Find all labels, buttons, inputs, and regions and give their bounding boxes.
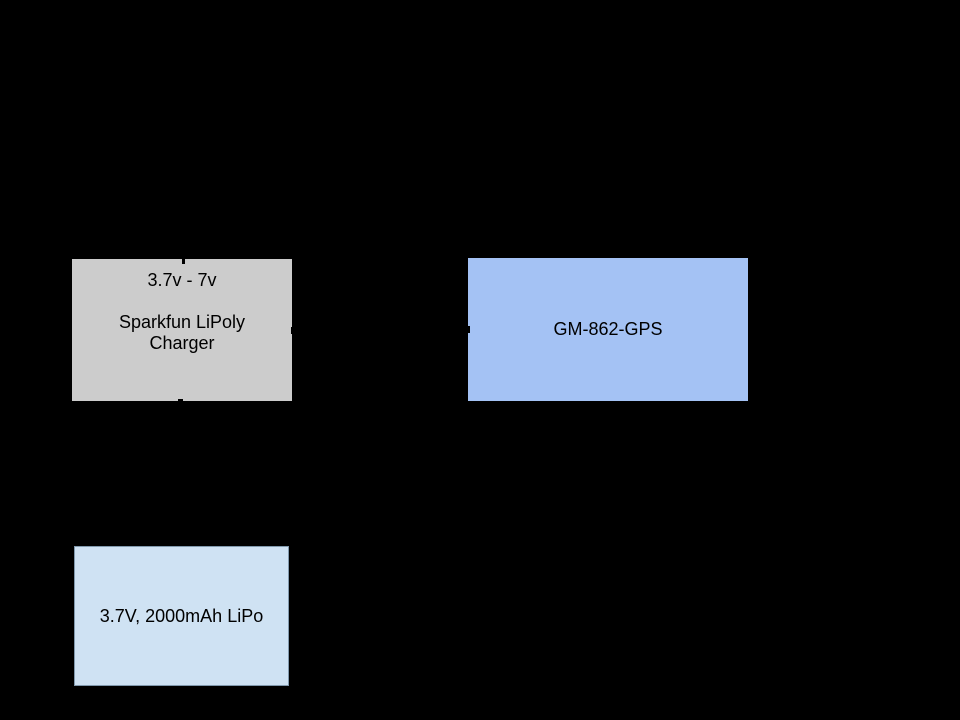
gps-name-label: GM-862-GPS (553, 319, 663, 339)
charger-name-label: Sparkfun LiPoly Charger (118, 312, 246, 353)
connector-mark-charger-right (291, 327, 294, 334)
node-sparkfun-lipoly-charger: 3.7v - 7v Sparkfun LiPoly Charger (72, 259, 292, 401)
charger-voltage-range-label: 3.7v - 7v (147, 270, 217, 290)
node-gm-862-gps: GM-862-GPS (468, 258, 748, 401)
connector-mark-charger-bottom (178, 399, 183, 405)
battery-name-label: 3.7V, 2000mAh LiPo (99, 605, 264, 626)
node-lipo-battery: 3.7V, 2000mAh LiPo (74, 546, 289, 686)
connector-mark-gps-left (467, 326, 470, 333)
connector-mark-charger-top (182, 257, 185, 264)
